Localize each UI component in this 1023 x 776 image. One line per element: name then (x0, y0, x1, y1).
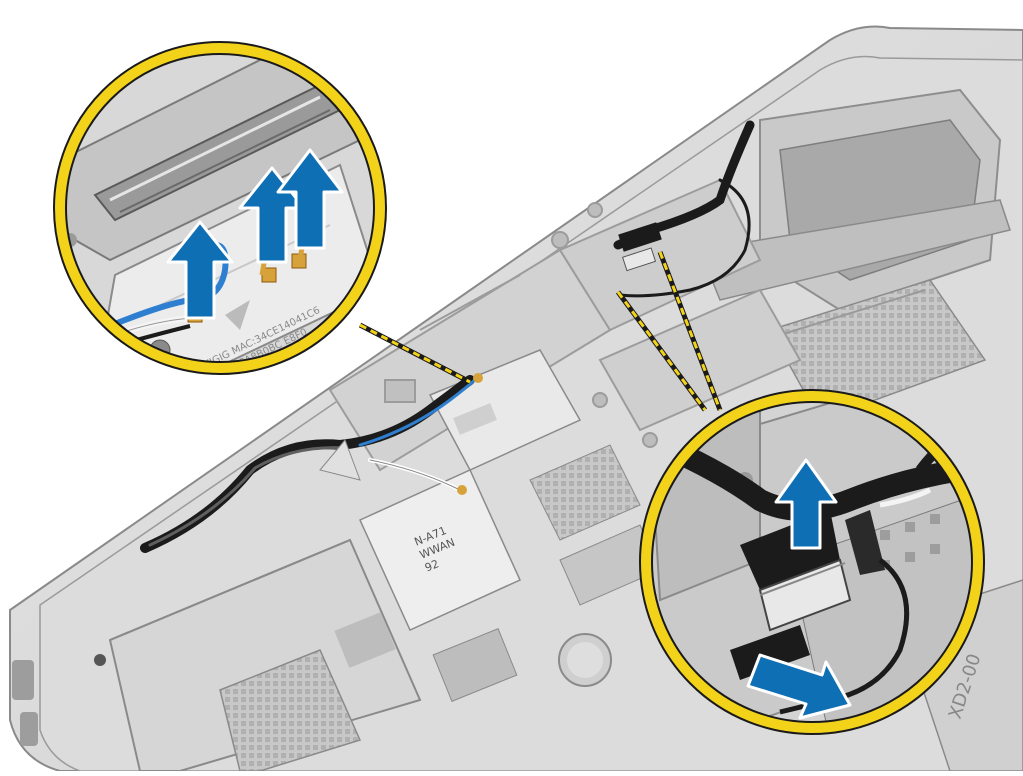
antenna-cables-main (140, 373, 483, 553)
coin-cell-battery (558, 633, 612, 687)
arrow-up-icon (774, 458, 838, 550)
wwan-card: N-A71 WWAN 92 (359, 469, 521, 631)
arrow-up-icon (166, 220, 234, 320)
heatsink (698, 88, 1011, 312)
side-port (12, 660, 34, 700)
arrow-down-right-icon (746, 653, 852, 720)
board-chips (529, 444, 661, 606)
arrow-up-icon (276, 148, 344, 250)
display-cable-main (613, 120, 755, 298)
leader-lines (358, 251, 723, 412)
wwan-label-line3: 92 (423, 557, 441, 574)
callout-display-cable (639, 389, 985, 735)
ssd-module (94, 538, 518, 772)
side-port (20, 712, 38, 746)
callout-wlan-antenna: WIGIG MAC:34CE14041C6 MAC: 3CA8B0BC E8F0 (53, 41, 387, 375)
